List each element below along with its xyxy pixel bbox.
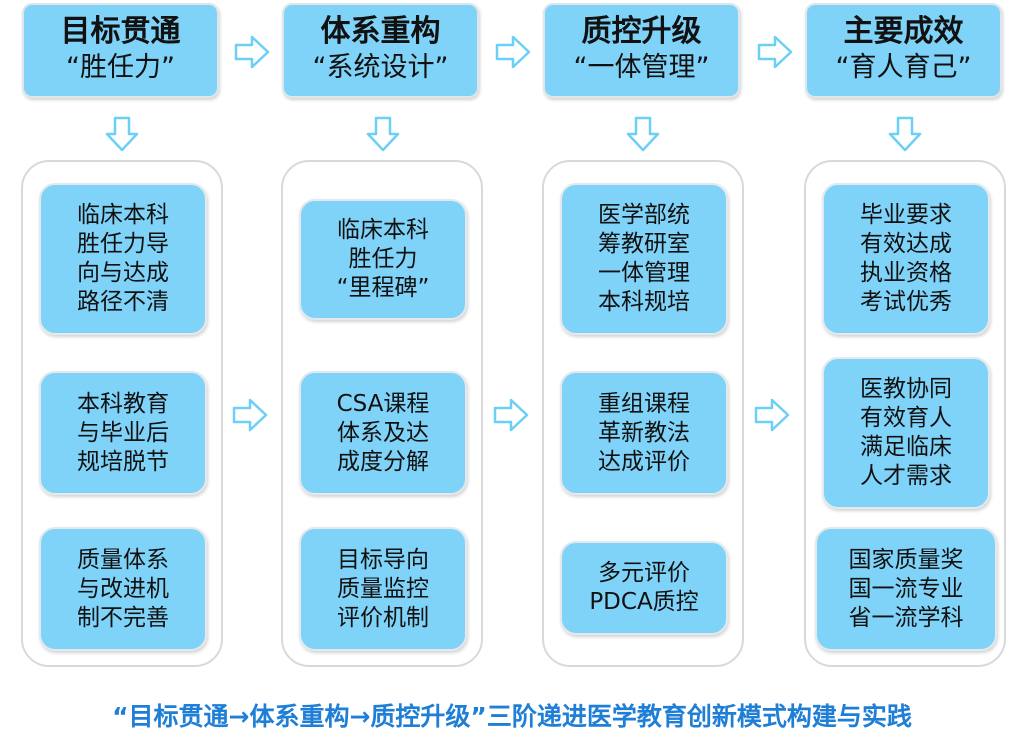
item-box: 多元评价 PDCA质控	[560, 541, 728, 635]
right-arrow-icon	[234, 35, 270, 69]
item-line: 评价机制	[337, 604, 429, 631]
item-box: 国家质量奖 国一流专业 省一流学科	[815, 527, 997, 651]
item-box: 重组课程 革新教法 达成评价	[560, 371, 728, 495]
header-subtitle: “育人育己”	[835, 52, 972, 83]
right-arrow-icon	[495, 35, 531, 69]
item-line: 重组课程	[598, 390, 690, 417]
down-arrow-icon	[626, 116, 660, 152]
item-line: 与改进机	[77, 575, 169, 602]
header-box-quality: 质控升级 “一体管理”	[543, 3, 740, 98]
item-line: 与毕业后	[77, 419, 169, 446]
right-arrow-icon	[754, 398, 790, 432]
header-title: 质控升级	[581, 14, 702, 49]
item-box: 临床本科 胜任力导 向与达成 路径不清	[39, 183, 207, 335]
right-arrow-icon	[757, 35, 793, 69]
item-line: 医学部统	[598, 202, 690, 228]
item-line: 有效达成	[860, 231, 952, 257]
header-box-goal: 目标贯通 “胜任力”	[22, 3, 219, 98]
header-subtitle: “一体管理”	[573, 52, 710, 83]
item-line: 满足临床	[860, 434, 952, 460]
item-box: CSA课程 体系及达 成度分解	[299, 371, 467, 495]
item-line: 筹教研室	[598, 231, 690, 257]
item-line: 路径不清	[77, 289, 169, 315]
header-subtitle: “系统设计”	[312, 52, 449, 83]
item-line: 本科教育	[77, 390, 169, 417]
item-line: CSA课程	[336, 390, 430, 417]
right-arrow-icon	[493, 398, 529, 432]
header-title: 体系重构	[320, 14, 441, 49]
item-box: 医学部统 筹教研室 一体管理 本科规培	[560, 183, 728, 335]
item-line: 一体管理	[598, 260, 690, 286]
right-arrow-icon	[232, 398, 268, 432]
header-title: 目标贯通	[60, 14, 181, 49]
item-box: 医教协同 有效育人 满足临床 人才需求	[822, 357, 990, 509]
item-line: 成度分解	[336, 448, 429, 475]
item-line: 质量监控	[337, 575, 429, 602]
down-arrow-icon	[366, 116, 400, 152]
item-line: 国家质量奖	[848, 546, 964, 573]
item-line: 人才需求	[860, 463, 952, 489]
item-line: 省一流学科	[848, 604, 964, 631]
item-line: 执业资格	[860, 260, 952, 286]
item-line: 达成评价	[598, 448, 690, 475]
item-box: 毕业要求 有效达成 执业资格 考试优秀	[822, 183, 990, 335]
item-line: 目标导向	[337, 546, 429, 573]
down-arrow-icon	[105, 116, 139, 152]
item-line: 胜任力	[348, 246, 418, 272]
item-line: 革新教法	[598, 419, 690, 446]
header-box-system: 体系重构 “系统设计”	[282, 3, 479, 98]
down-arrow-icon	[888, 116, 922, 152]
item-line: 质量体系	[77, 546, 169, 573]
item-box: 临床本科 胜任力 “里程碑”	[299, 199, 467, 320]
item-box: 目标导向 质量监控 评价机制	[299, 527, 467, 651]
header-subtitle: “胜任力”	[66, 52, 175, 83]
item-line: 国一流专业	[848, 575, 964, 602]
item-line: PDCA质控	[589, 589, 699, 615]
footer-caption: “目标贯通→体系重构→质控升级”三阶递进医学教育创新模式构建与实践	[112, 702, 912, 731]
header-title: 主要成效	[843, 14, 964, 49]
item-line: 向与达成	[77, 260, 169, 286]
item-line: 毕业要求	[860, 202, 952, 228]
item-line: 医教协同	[860, 376, 952, 402]
item-line: “里程碑”	[336, 275, 430, 301]
item-line: 临床本科	[337, 217, 429, 243]
item-line: 有效育人	[860, 405, 952, 431]
item-line: 本科规培	[598, 289, 690, 315]
item-line: 多元评价	[598, 560, 690, 586]
item-line: 规培脱节	[77, 448, 169, 475]
item-line: 临床本科	[77, 202, 169, 228]
item-line: 考试优秀	[860, 289, 952, 315]
item-line: 制不完善	[77, 604, 169, 631]
header-box-results: 主要成效 “育人育己”	[805, 3, 1002, 98]
item-box: 本科教育 与毕业后 规培脱节	[39, 371, 207, 495]
item-box: 质量体系 与改进机 制不完善	[39, 527, 207, 651]
item-line: 体系及达	[336, 419, 429, 446]
item-line: 胜任力导	[77, 231, 169, 257]
